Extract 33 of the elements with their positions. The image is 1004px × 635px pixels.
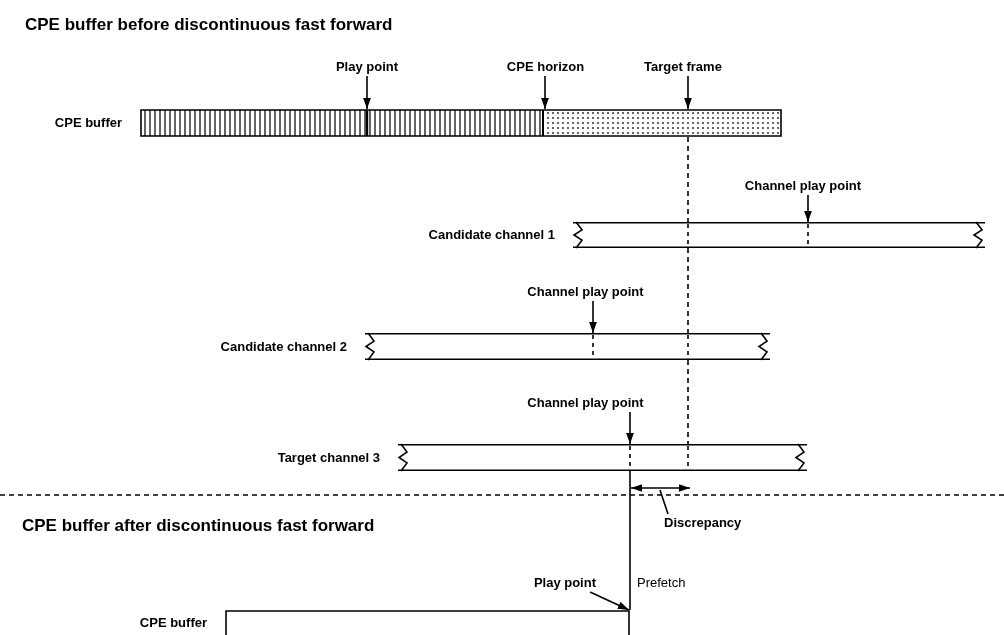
dashed-line bbox=[687, 136, 689, 223]
pointer-label: Play point bbox=[512, 574, 596, 592]
bar-label: Target channel 3 bbox=[277, 448, 380, 467]
arrow bbox=[589, 591, 630, 611]
pointer-label: Channel play point bbox=[493, 394, 678, 412]
buffer-bar bbox=[225, 610, 630, 635]
channel-bar bbox=[365, 333, 770, 360]
section-heading: CPE buffer after discontinuous fast forward bbox=[22, 517, 375, 535]
pointer-label: Play point bbox=[327, 58, 407, 76]
dashed-line bbox=[687, 359, 689, 445]
pointer-label: Target frame bbox=[628, 58, 738, 76]
bar-label: CPE buffer bbox=[139, 613, 207, 632]
diagram-title: CPE buffer before discontinuous fast forward bbox=[25, 16, 393, 34]
arrow bbox=[684, 75, 692, 110]
pointer-label: Channel play point bbox=[493, 283, 678, 301]
arrow bbox=[804, 194, 812, 223]
arrow bbox=[589, 300, 597, 334]
text-label: Prefetch bbox=[637, 574, 686, 592]
pointer-label: CPE horizon bbox=[493, 58, 598, 76]
bar-label: Candidate channel 2 bbox=[220, 337, 347, 356]
leader-line bbox=[659, 489, 669, 515]
bar-label: CPE buffer bbox=[54, 114, 122, 132]
arrow bbox=[363, 75, 371, 110]
pointer-label: Channel play point bbox=[718, 177, 888, 195]
arrow bbox=[541, 75, 549, 110]
bar-label: Candidate channel 1 bbox=[428, 226, 555, 244]
dashed-line bbox=[687, 247, 689, 334]
connector-line bbox=[629, 470, 631, 611]
buffer-bar bbox=[140, 109, 782, 137]
channel-bar bbox=[573, 222, 985, 248]
pointer-label: Discrepancy bbox=[664, 514, 759, 532]
channel-bar bbox=[398, 444, 807, 471]
arrow bbox=[626, 411, 634, 445]
